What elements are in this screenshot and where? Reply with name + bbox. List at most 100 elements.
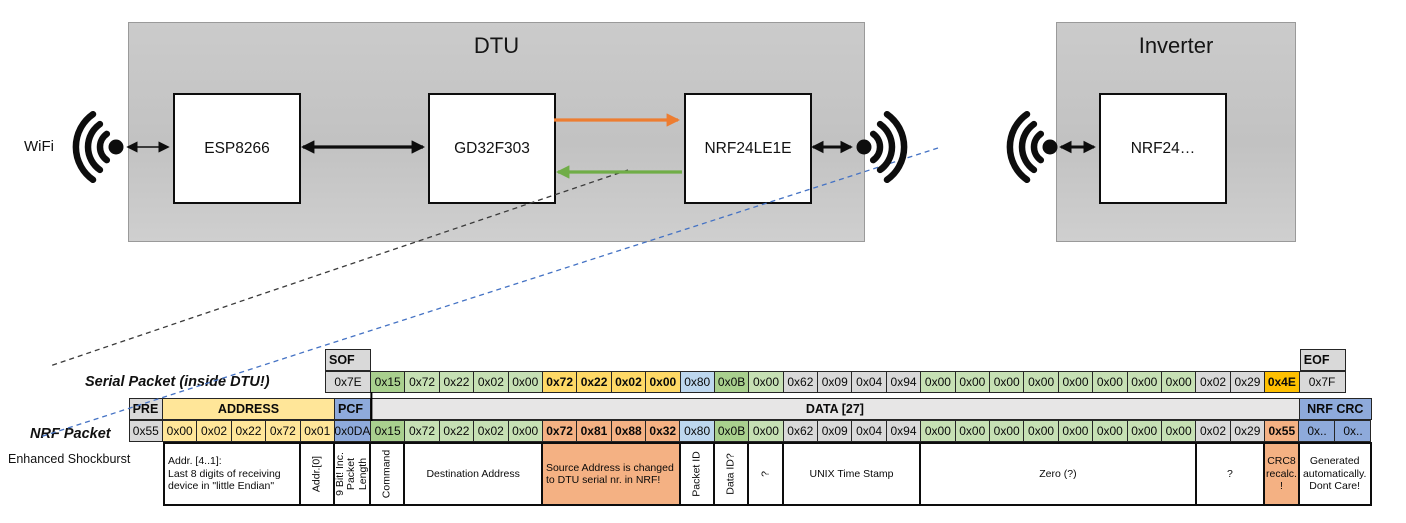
field-header-cell: PCF (334, 398, 371, 420)
inverter-title: Inverter (1138, 33, 1214, 58)
byte-cell: 0x00 (1161, 420, 1197, 442)
byte-cell: 0x72 (542, 371, 578, 393)
byte-cell: 0x62 (783, 420, 819, 442)
byte-cell: 0x55 (128, 420, 163, 442)
byte-cell: 0x22 (577, 371, 612, 393)
byte-cell: 0x02 (611, 371, 647, 393)
byte-cell: 0x00 (1024, 420, 1059, 442)
byte-cell: 0x00 (989, 420, 1025, 442)
byte-cell: 0x15 (370, 420, 406, 442)
inverter-nrf24-node: NRF24… (1099, 93, 1227, 204)
byte-cell: 0x4E (1265, 371, 1300, 393)
annotation-cell: UNIX Time Stamp (783, 442, 922, 506)
byte-cell: 0x55 (1265, 420, 1300, 442)
byte-cell: 0x04 (852, 371, 887, 393)
gd32f303-node: GD32F303 (428, 93, 556, 204)
byte-cell: 0x00 (749, 420, 784, 442)
annotation-cell: Addr. [4..1]: Last 8 digits of receiving… (162, 442, 301, 506)
annotation-cell: Addr.[0] (300, 442, 335, 506)
field-header-cell: PRE (128, 398, 163, 420)
field-header-cell: DATA [27] (370, 398, 1300, 420)
esp8266-node: ESP8266 (173, 93, 301, 204)
byte-cell: 0x02 (1196, 420, 1231, 442)
byte-cell: 0x00 (1127, 371, 1162, 393)
byte-cell: 0x00 (508, 420, 543, 442)
byte-cell: 0x29 (1230, 420, 1266, 442)
byte-cell: 0x00 (955, 371, 991, 393)
byte-cell: 0x72 (542, 420, 578, 442)
wifi-label: WiFi (24, 138, 54, 155)
byte-cell: 0x00 (1024, 371, 1059, 393)
byte-cell: 0x72 (405, 371, 440, 393)
byte-cell: 0x94 (886, 371, 922, 393)
field-header-cell: ADDRESS (162, 398, 335, 420)
byte-cell: 0x02 (474, 420, 509, 442)
byte-cell: 0x02 (197, 420, 232, 442)
byte-cell: 0x01 (300, 420, 335, 442)
byte-cell: 0x00 (1093, 371, 1128, 393)
byte-cell: 0x00 (955, 420, 990, 442)
byte-cell: 0x22 (439, 420, 475, 442)
nrf24le1e-node: NRF24LE1E (684, 93, 812, 204)
byte-cell: 0x81 (577, 420, 612, 442)
sof-byte-cell: 0x7E (325, 371, 371, 393)
inverter-radio-signal-icon (1006, 110, 1058, 184)
byte-cell: 0x80 (680, 420, 715, 442)
byte-cell: 0x0B (714, 420, 750, 442)
byte-cell: 0x00 (1161, 371, 1197, 393)
byte-cell: 0x29 (1230, 371, 1266, 393)
byte-cell: 0x80 (680, 371, 715, 393)
byte-cell: 0x00 (1127, 420, 1162, 442)
byte-cell: 0x32 (646, 420, 681, 442)
byte-cell: 0x22 (439, 371, 475, 393)
nrf-packet-label: NRF Packet (30, 426, 111, 442)
annotation-cell: Destination Address (405, 442, 543, 506)
byte-cell: 0x15 (371, 371, 406, 393)
spacer (371, 349, 1300, 371)
byte-cell: 0x88 (611, 420, 647, 442)
annotation-cell: Packet ID (680, 442, 715, 506)
byte-cell: 0x00 (1058, 371, 1094, 393)
vertical-label: 9 Bit! Inc. Packet Length (334, 452, 369, 496)
field-header-cell: NRF CRC (1299, 398, 1372, 420)
vertical-label: Packet ID (690, 451, 703, 497)
vertical-label: ? (758, 471, 771, 477)
vertical-label: Command (380, 449, 393, 499)
byte-cell: 0x00 (508, 371, 543, 393)
annotation-cell: 9 Bit! Inc. Packet Length (334, 442, 371, 506)
eof-byte-cell: 0x7F (1299, 371, 1346, 393)
byte-cell: 0x72 (405, 420, 440, 442)
dtu-title: DTU (473, 33, 520, 58)
byte-cell: 0x04 (852, 420, 887, 442)
byte-cell: 0x02 (474, 371, 509, 393)
byte-cell: 0x62 (783, 371, 819, 393)
vertical-label: Data ID? (724, 453, 737, 495)
byte-cell: 0x0B (714, 371, 750, 393)
sof-header-cell: SOF (325, 349, 371, 371)
annotation-cell: Data ID? (714, 442, 750, 506)
annotation-cell: ? (749, 442, 784, 506)
vertical-label: Addr.[0] (310, 455, 323, 493)
byte-cell: 0x.. (1299, 420, 1336, 442)
annotation-cell: Command (370, 442, 406, 506)
byte-cell: 0x00 (921, 371, 956, 393)
byte-cell: 0x0DA (334, 420, 371, 442)
byte-cell: 0x.. (1335, 420, 1372, 442)
byte-cell: 0x22 (231, 420, 267, 442)
byte-cell: 0x00 (990, 371, 1025, 393)
byte-cell: 0x00 (646, 371, 681, 393)
serial-packet-label: Serial Packet (inside DTU!) (85, 374, 270, 390)
byte-cell: 0x00 (162, 420, 198, 442)
enhanced-shockburst-label: Enhanced Shockburst (8, 452, 131, 466)
byte-cell: 0x09 (818, 420, 853, 442)
byte-cell: 0x72 (266, 420, 301, 442)
annotation-cell: Source Address is changed to DTU serial … (542, 442, 681, 506)
wifi-signal-icon (72, 110, 124, 184)
byte-cell: 0x94 (886, 420, 922, 442)
annotation-cell: Zero (?) (921, 442, 1197, 506)
annotation-cell: Generated automatically. Dont Care! (1299, 442, 1372, 506)
byte-cell: 0x00 (1058, 420, 1094, 442)
byte-cell: 0x09 (818, 371, 853, 393)
eof-header-cell: EOF (1299, 349, 1346, 371)
